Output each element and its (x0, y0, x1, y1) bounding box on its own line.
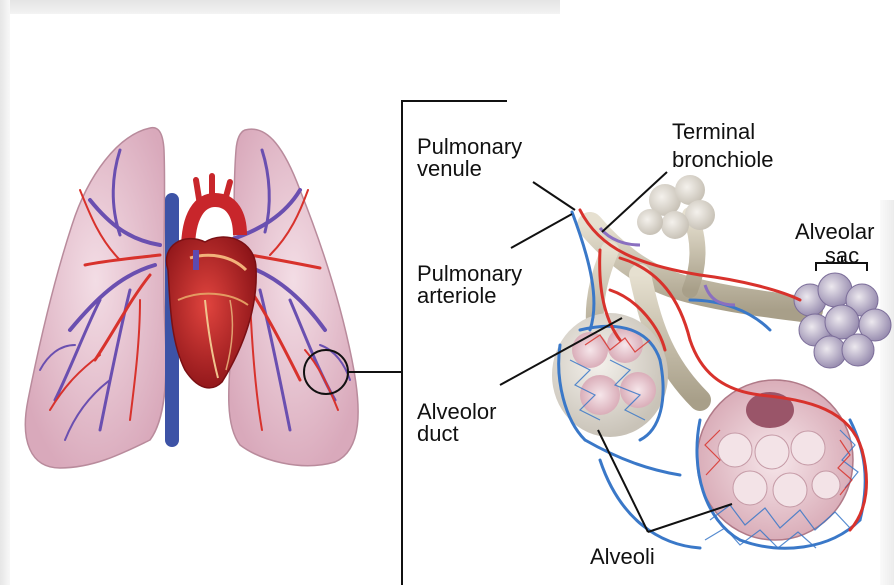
label-line-2: sac (779, 244, 894, 268)
label-line-1: Terminal (672, 120, 774, 144)
label-alveolor-duct: Alveolor duct (417, 400, 496, 446)
label-line-2: arteriole (417, 284, 522, 308)
lungs-illustration (25, 128, 358, 468)
label-line-2: duct (417, 422, 496, 446)
label-terminal-bronchiole: Terminal bronchiole (672, 120, 774, 172)
leader-alveoli-left (598, 430, 648, 532)
label-line-1: Alveolar (795, 220, 894, 244)
leader-pulmonary-venule (533, 182, 575, 210)
label-alveoli: Alveoli (590, 545, 655, 569)
pale-alveolar-cluster (637, 175, 715, 239)
leader-alveoli-right (648, 504, 732, 532)
left-lung (25, 128, 166, 468)
label-pulmonary-venule: Pulmonary venule (417, 135, 522, 181)
alveolar-sac (794, 273, 891, 368)
label-line-2: bronchiole (672, 148, 774, 172)
label-pulmonary-arteriole: Pulmonary arteriole (417, 262, 522, 308)
leader-pulmonary-arteriole (511, 214, 572, 248)
label-alveolar-sac: Alveolar sac (795, 220, 894, 268)
label-line-2: venule (417, 157, 522, 181)
